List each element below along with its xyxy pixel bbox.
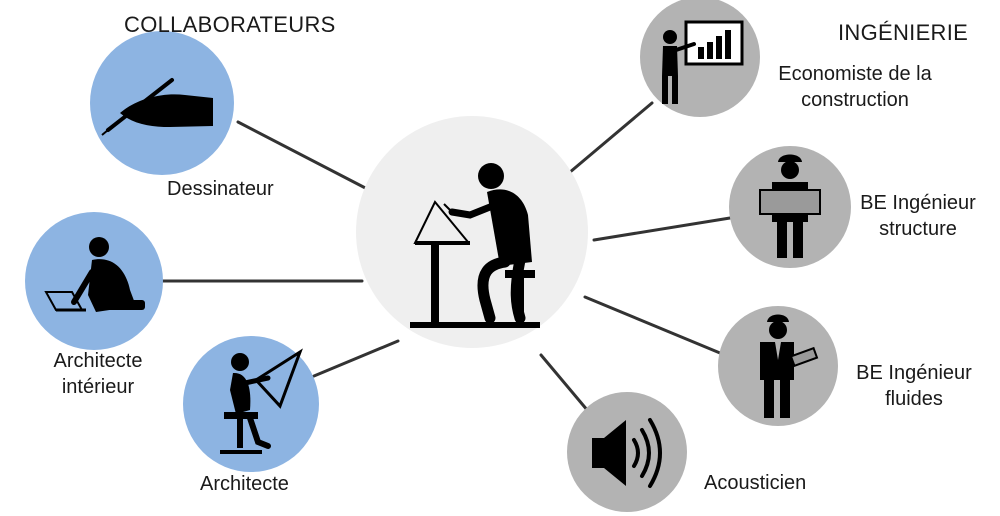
center-node <box>356 116 588 348</box>
label-architecte: Architecte <box>200 473 289 495</box>
engineer-with-hardhat-icon <box>760 314 819 418</box>
connector-structure <box>592 216 732 242</box>
connector-economiste <box>561 101 654 180</box>
label-dessinateur: Dessinateur <box>167 178 274 200</box>
connector-dessinateur <box>236 120 377 195</box>
acousticien-circle <box>567 392 687 512</box>
label-fluides-line1: BE Ingénieur <box>856 362 972 384</box>
node-economiste <box>640 0 760 117</box>
label-structure-line1: BE Ingénieur <box>860 192 976 214</box>
label-economiste: Economiste de la construction <box>765 61 945 113</box>
label-fluides: BE Ingénieur fluides <box>844 360 984 412</box>
section-title-collaborateurs: COLLABORATEURS <box>124 12 336 37</box>
label-structure: BE Ingénieur structure <box>848 190 988 242</box>
node-architecte <box>183 336 319 472</box>
presenter-bar-chart-icon <box>662 20 744 104</box>
hand-writing-pen-icon <box>101 78 213 136</box>
connector-architecte <box>312 339 400 378</box>
architecte-circle <box>183 336 319 472</box>
node-structure <box>729 146 851 268</box>
label-economiste-line1: Economiste de la <box>778 63 932 85</box>
connector-acousticien <box>539 353 590 413</box>
node-dessinateur <box>90 31 234 175</box>
label-architecte-interieur: Architecte intérieur <box>44 348 152 400</box>
label-architecte-interieur-line2: intérieur <box>61 376 135 398</box>
node-acousticien <box>567 392 687 512</box>
woman-at-drafting-board-icon <box>220 348 303 454</box>
node-fluides <box>718 306 838 426</box>
drafter-at-drawing-table-icon <box>410 163 540 328</box>
center-circle <box>356 116 588 348</box>
label-acousticien: Acousticien <box>704 472 807 494</box>
engineer-with-plans-icon <box>759 154 821 258</box>
label-architecte-interieur-line1: Architecte <box>53 350 143 372</box>
label-economiste-line2: construction <box>801 89 909 111</box>
label-fluides-line2: fluides <box>885 388 943 410</box>
connectors <box>161 101 732 413</box>
speaker-sound-icon <box>592 418 662 488</box>
section-title-ingenierie: INGÉNIERIE <box>838 20 969 45</box>
connector-fluides <box>583 295 722 355</box>
node-architecte-interieur <box>25 212 163 350</box>
person-on-laptop-icon <box>44 237 145 312</box>
label-structure-line2: structure <box>879 218 957 240</box>
